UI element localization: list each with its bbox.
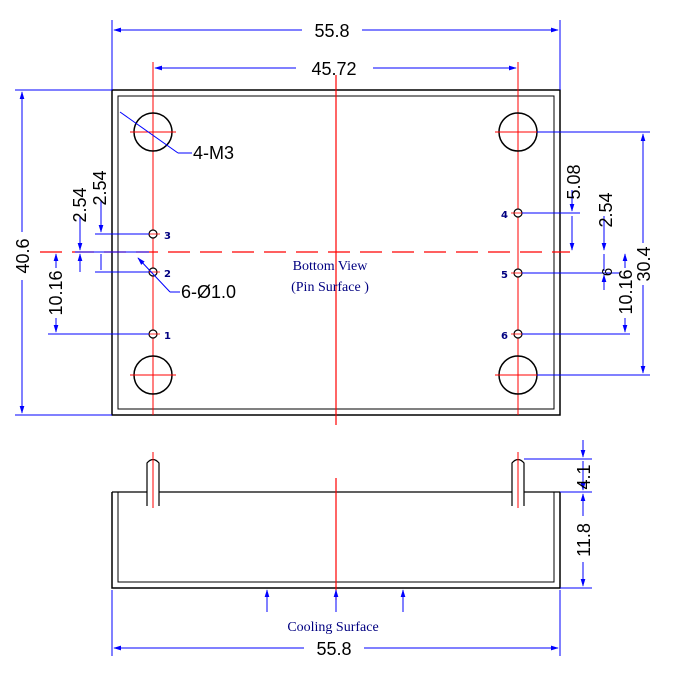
view-title: Bottom View	[293, 259, 369, 274]
pin-hole-label: 6-Ø1.0	[181, 282, 236, 302]
dim-left-pin-offset-label: 10.16	[46, 270, 66, 315]
mount-hole-top-left	[130, 112, 176, 152]
dim-body-height-label: 11.8	[574, 523, 594, 557]
dim-overall-width-bottom-label: 55.8	[316, 639, 351, 659]
pin-3: 3	[146, 229, 171, 242]
cooling-surface-label: Cooling Surface	[287, 620, 378, 635]
dim-hole-spacing-width-label: 45.72	[311, 59, 356, 79]
pin-1: 1	[146, 329, 171, 342]
mount-hole-label: 4-M3	[193, 143, 234, 163]
side-pin-left	[146, 452, 160, 508]
mount-hole-bottom-left	[130, 355, 176, 395]
dim-left-pin-pitch: 2.54 2.54	[70, 170, 149, 273]
dim-hole-spacing-width: 45.72	[154, 59, 517, 79]
pin-2-number: 2	[164, 269, 171, 280]
dim-overall-width-top-label: 55.8	[314, 21, 349, 41]
dim-right-small-label: 6	[599, 268, 616, 276]
dim-left-pitch-lower-label: 2.54	[90, 170, 110, 205]
pin-1-number: 1	[164, 331, 171, 342]
dim-right-pin-offset-label: 10.16	[616, 269, 636, 314]
dim-pin-height: 4.1	[524, 440, 594, 493]
pin-6-number: 6	[501, 331, 508, 342]
dim-body-height: 11.8	[560, 493, 594, 589]
pin-hole-callout: 6-Ø1.0	[137, 257, 236, 302]
mount-hole-callout: 4-M3	[119, 111, 234, 163]
dim-overall-width-top: 55.8	[111, 20, 561, 90]
dim-overall-width-bottom: 55.8	[111, 590, 561, 659]
cooling-surface-callout: Cooling Surface	[264, 589, 406, 635]
dim-overall-height: 40.6	[13, 89, 112, 416]
dim-pin-height-label: 4.1	[574, 464, 594, 489]
pin-5-number: 5	[501, 270, 508, 281]
view-subtitle: (Pin Surface )	[291, 280, 369, 295]
pin-4-number: 4	[501, 210, 508, 221]
dim-hole-spacing-height-label: 30.4	[634, 246, 654, 281]
side-pin-right	[511, 452, 525, 508]
dim-left-pin-offset: 10.16	[46, 253, 149, 335]
pin-4: 4	[501, 208, 525, 221]
dim-right-pin-top-label: 5.08	[564, 164, 584, 199]
side-view: 4.1 11.8 Cooling Surface 55.8	[111, 440, 594, 659]
pin-5: 5	[501, 268, 525, 281]
pin-6: 6	[501, 329, 525, 342]
dim-right-pitch-label: 2.54	[596, 192, 616, 227]
dim-overall-height-label: 40.6	[13, 238, 33, 273]
top-view: 3 2 1 4 5 6 Bottom View (	[13, 20, 654, 425]
dim-left-pitch-upper-label: 2.54	[70, 187, 90, 222]
pin-3-number: 3	[164, 231, 171, 242]
dim-right-side: 5.08 2.54 6 10.16 30.4	[522, 131, 654, 376]
